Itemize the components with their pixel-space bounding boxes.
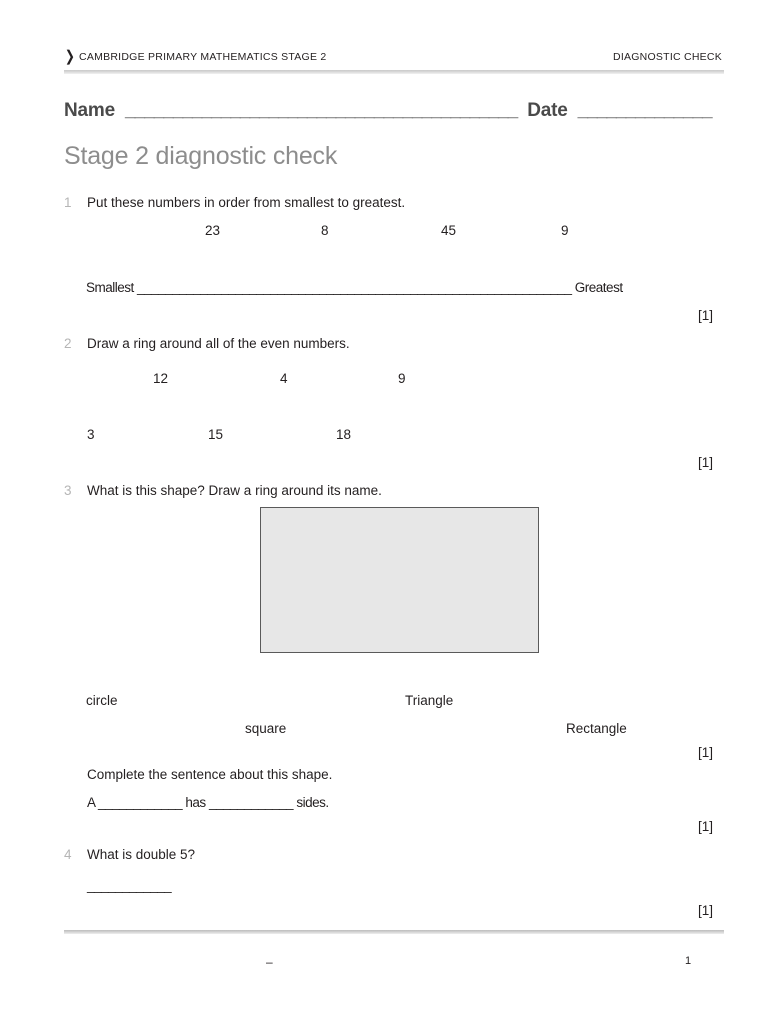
question-1-number-item: 8 xyxy=(321,223,329,238)
running-header: ❯ CAMBRIDGE PRIMARY MATHEMATICS STAGE 2 … xyxy=(64,48,722,72)
question-1-write-line[interactable]: ________________________________________… xyxy=(137,280,572,295)
question-3-mark: [1] xyxy=(697,745,713,760)
question-1-mark: [1] xyxy=(697,308,713,323)
question-1-answer-line[interactable]: Smallest _______________________________… xyxy=(86,280,623,295)
question-1-number: 1 xyxy=(64,195,72,210)
question-3-sentence-mark: [1] xyxy=(697,819,713,834)
sentence-start: A xyxy=(87,795,95,810)
shape-option-rectangle[interactable]: Rectangle xyxy=(566,721,627,736)
question-2-mark: [1] xyxy=(697,455,713,470)
date-write-line[interactable]: ______________ xyxy=(577,100,713,121)
chevron-right-icon: ❯ xyxy=(64,48,75,65)
question-2-number: 2 xyxy=(64,336,72,351)
question-2-number-item: 3 xyxy=(87,427,95,442)
question-3-sentence-line[interactable]: A ____________ has ____________ sides. xyxy=(87,795,329,810)
date-label: Date xyxy=(527,100,568,121)
footer-divider xyxy=(64,930,724,934)
name-date-line: Name____________________________________… xyxy=(64,100,724,122)
header-left-group: ❯ CAMBRIDGE PRIMARY MATHEMATICS STAGE 2 xyxy=(64,48,327,65)
sentence-middle: has xyxy=(185,795,206,810)
rectangle-shape xyxy=(260,507,539,653)
question-4-mark: [1] xyxy=(697,903,713,918)
sentence-blank-2[interactable]: ____________ xyxy=(208,795,294,810)
footer-dash: – xyxy=(266,955,273,969)
name-write-line[interactable]: ________________________________________… xyxy=(124,100,518,121)
shape-option-square[interactable]: square xyxy=(245,721,287,736)
page-title: Stage 2 diagnostic check xyxy=(64,142,338,170)
header-document-type: DIAGNOSTIC CHECK xyxy=(612,51,722,63)
question-2-number-item: 18 xyxy=(336,427,352,442)
question-2-text: Draw a ring around all of the even numbe… xyxy=(87,336,350,351)
question-1-number-item: 23 xyxy=(205,223,221,238)
shape-option-circle[interactable]: circle xyxy=(86,693,118,708)
sentence-blank-1[interactable]: ____________ xyxy=(98,795,183,810)
question-2-number-item: 4 xyxy=(280,371,288,386)
question-3-number: 3 xyxy=(64,483,72,498)
sentence-end: sides. xyxy=(296,795,329,810)
question-2-number-item: 15 xyxy=(208,427,224,442)
question-4-text: What is double 5? xyxy=(87,847,196,862)
greatest-label: Greatest xyxy=(574,280,623,295)
question-4-number: 4 xyxy=(64,847,72,862)
question-2-number-item: 12 xyxy=(153,371,169,386)
question-1-number-item: 45 xyxy=(441,223,457,238)
question-2-number-item: 9 xyxy=(398,371,406,386)
name-label: Name xyxy=(64,100,115,121)
footer-page-number: 1 xyxy=(685,955,692,967)
question-1-text: Put these numbers in order from smallest… xyxy=(87,195,406,210)
shape-option-triangle[interactable]: Triangle xyxy=(405,693,454,708)
question-3-text: What is this shape? Draw a ring around i… xyxy=(87,483,382,498)
header-series-title: CAMBRIDGE PRIMARY MATHEMATICS STAGE 2 xyxy=(79,51,327,63)
question-1-number-item: 9 xyxy=(561,223,569,238)
question-4-answer-line[interactable]: ____________ xyxy=(87,878,172,893)
question-3-sentence-prompt: Complete the sentence about this shape. xyxy=(87,767,333,782)
smallest-label: Smallest xyxy=(86,280,134,295)
header-divider xyxy=(64,70,724,74)
